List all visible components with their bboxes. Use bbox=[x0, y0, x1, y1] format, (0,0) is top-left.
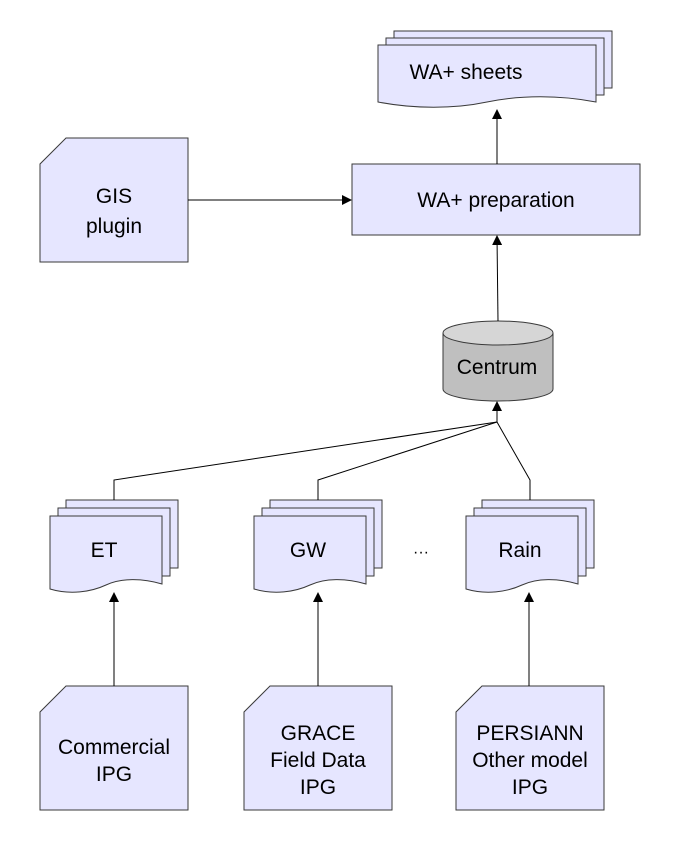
gis-plugin-node: GIS plugin bbox=[39, 137, 189, 263]
persiann-ipg-node: PERSIANN Other model IPG bbox=[455, 685, 605, 811]
rain-node: Rain bbox=[465, 499, 595, 593]
wa-preparation-label: WA+ preparation bbox=[417, 189, 574, 212]
et-label: ET bbox=[91, 539, 118, 562]
commercial-label-line1: Commercial bbox=[58, 736, 170, 759]
gis-label-line2: plugin bbox=[86, 215, 142, 238]
wa-sheets-label: WA+ sheets bbox=[409, 61, 522, 84]
persiann-label-line2: Other model bbox=[472, 749, 588, 772]
commercial-label-line2: IPG bbox=[96, 763, 132, 786]
et-node: ET bbox=[49, 499, 179, 593]
gis-label-line1: GIS bbox=[96, 185, 132, 208]
commercial-ipg-node: Commercial IPG bbox=[39, 685, 189, 811]
persiann-label-line3: IPG bbox=[512, 776, 548, 799]
centrum-database-node: Centrum bbox=[442, 320, 554, 402]
wa-preparation-node: WA+ preparation bbox=[351, 163, 641, 236]
grace-ipg-node: GRACE Field Data IPG bbox=[243, 685, 393, 811]
grace-label-line3: IPG bbox=[300, 776, 336, 799]
wa-sheets-node: WA+ sheets bbox=[377, 30, 613, 108]
edge-et-to-centrum bbox=[113, 421, 498, 500]
persiann-label-line1: PERSIANN bbox=[476, 722, 583, 745]
gw-label: GW bbox=[290, 539, 326, 562]
edge-centrum-to-prep bbox=[492, 235, 503, 322]
gw-node: GW bbox=[253, 499, 383, 593]
grace-label-line2: Field Data bbox=[270, 749, 366, 772]
grace-label-line1: GRACE bbox=[281, 722, 356, 745]
centrum-label: Centrum bbox=[457, 356, 538, 379]
edge-gw-to-centrum bbox=[317, 421, 498, 500]
edge-rain-to-centrum bbox=[496, 421, 531, 500]
rain-label: Rain bbox=[498, 539, 541, 562]
ellipsis-text: ··· bbox=[413, 544, 429, 561]
